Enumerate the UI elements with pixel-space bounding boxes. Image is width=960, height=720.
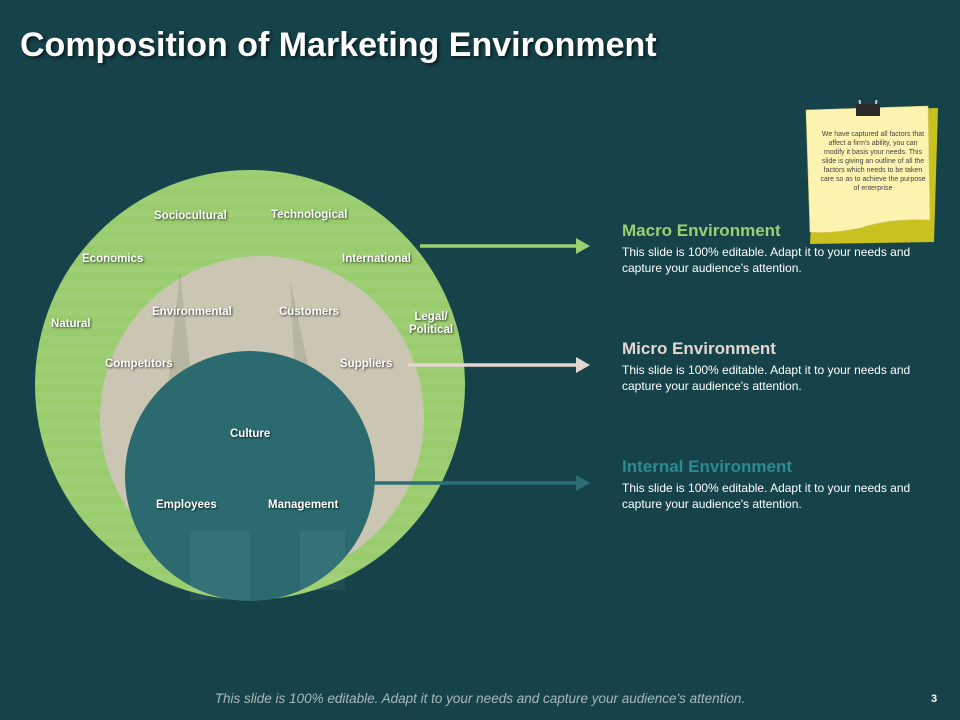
internal-factor-employees: Employees xyxy=(156,499,217,511)
binder-clip-icon xyxy=(856,100,880,116)
macro-factor-international: International xyxy=(342,253,412,265)
macro-arrow xyxy=(420,238,590,254)
micro-factor-environmental: Environmental xyxy=(152,306,232,318)
macro-factor-natural: Natural xyxy=(51,318,91,330)
micro-factor-customers: Customers xyxy=(279,306,340,318)
macro-heading: Macro Environment xyxy=(622,221,781,240)
internal-factor-management: Management xyxy=(268,499,339,511)
macro-factor-legal-political: Legal/ Political xyxy=(408,311,454,336)
footer-text: This slide is 100% editable. Adapt it to… xyxy=(214,691,746,706)
micro-heading: Micro Environment xyxy=(622,339,776,358)
macro-factor-economics: Economics xyxy=(82,253,144,265)
slide-title: Composition of Marketing Environment xyxy=(20,26,657,64)
micro-factor-suppliers: Suppliers xyxy=(340,358,393,370)
note-text: We have captured all factors that affect… xyxy=(820,131,926,192)
internal-heading: Internal Environment xyxy=(622,457,793,476)
micro-arrow xyxy=(408,357,590,373)
micro-factor-competitors: Competitors xyxy=(105,358,173,370)
micro-section: Micro Environment This slide is 100% edi… xyxy=(622,339,922,394)
macro-section: Macro Environment This slide is 100% edi… xyxy=(622,221,922,276)
sticky-note xyxy=(805,100,938,244)
internal-arrow xyxy=(372,475,590,491)
page-number: 3 xyxy=(931,693,938,705)
macro-factor-technological: Technological xyxy=(271,209,348,221)
macro-description: This slide is 100% editable. Adapt it to… xyxy=(622,245,911,275)
internal-factor-culture: Culture xyxy=(230,428,271,440)
internal-section: Internal Environment This slide is 100% … xyxy=(622,457,922,512)
macro-factor-sociocultural: Sociocultural xyxy=(154,210,227,222)
micro-description: This slide is 100% editable. Adapt it to… xyxy=(622,363,911,393)
internal-circle xyxy=(125,351,375,601)
internal-description: This slide is 100% editable. Adapt it to… xyxy=(622,481,911,511)
